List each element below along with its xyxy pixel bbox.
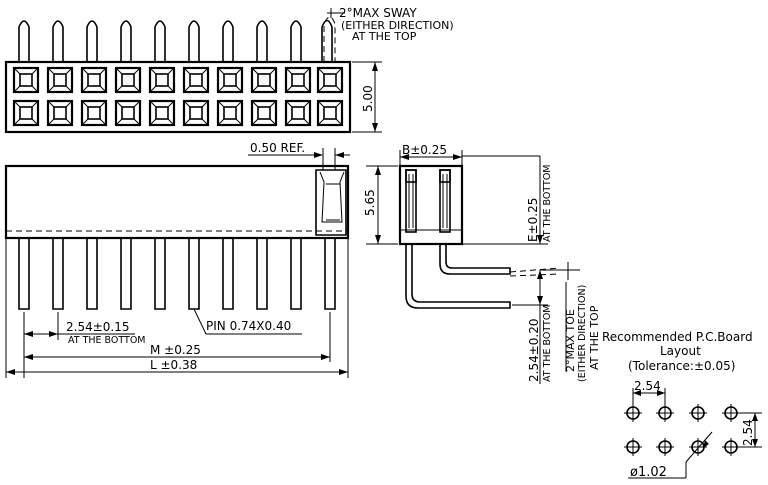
pitch-dimension: 2.54±0.15 AT THE BOTTOM — [23, 312, 146, 378]
contact-cell — [80, 99, 108, 127]
contact-cell — [114, 99, 142, 127]
ref-dimension: 0.50 REF. — [248, 141, 350, 170]
contact-cell — [46, 99, 74, 127]
toe-line1: 2°MAX TOE — [564, 309, 577, 372]
side-view — [398, 164, 580, 309]
sway-line1: 2°MAX SWAY — [339, 6, 417, 20]
contact-cell — [148, 66, 176, 94]
m-label: M ±0.25 — [150, 343, 201, 357]
pcb-hole — [624, 438, 642, 456]
contact-cell — [250, 66, 278, 94]
contact-cell — [12, 66, 40, 94]
side-pitch-label: 2.54±0.20 — [527, 319, 541, 383]
height-top-label: 5.00 — [361, 85, 375, 112]
pcb-pitch-v: 2.54 — [741, 419, 755, 446]
pcb-pitch-h: 2.54 — [634, 379, 661, 393]
pitch-sub: AT THE BOTTOM — [68, 335, 146, 346]
l-label: L ±0.38 — [150, 358, 197, 372]
sway-line2: (EITHER DIRECTION) — [341, 19, 454, 32]
contact-cell — [46, 66, 74, 94]
b-label: B±0.25 — [402, 143, 447, 157]
b-dimension: B±0.25 — [399, 143, 463, 166]
contact-cell — [114, 66, 142, 94]
contact-cell — [316, 99, 344, 127]
height-dimension-side: 5.65 — [363, 165, 398, 245]
contact-cell — [12, 99, 40, 127]
front-view — [4, 164, 350, 310]
contact-cell — [182, 66, 210, 94]
e-label: E±0.25 — [526, 198, 540, 242]
pin-callout: PIN 0.74X0.40 — [193, 308, 302, 335]
side-pitch-sub: AT THE BOTTOM — [542, 305, 553, 383]
pcb-title3: (Tolerance:±0.05) — [628, 359, 735, 373]
height-side-label: 5.65 — [363, 189, 377, 216]
contact-cell — [250, 99, 278, 127]
top-view-pins — [18, 16, 336, 62]
pcb-layout: Recommended P.C.Board Layout (Tolerance:… — [602, 330, 762, 480]
pcb-hole — [689, 404, 707, 422]
toe-note: 2°MAX TOE (EITHER DIRECTION) AT THE TOP — [564, 282, 601, 382]
sway-line3: AT THE TOP — [352, 30, 417, 43]
pcb-hole-label: ø1.02 — [630, 465, 667, 480]
pcb-hole — [624, 404, 642, 422]
pcb-hole — [656, 404, 674, 422]
pcb-title2: Layout — [660, 344, 701, 358]
pin-label: PIN 0.74X0.40 — [206, 319, 291, 333]
pitch-label: 2.54±0.15 — [66, 320, 130, 334]
pcb-hole — [722, 438, 740, 456]
sway-note: 2°MAX SWAY (EITHER DIRECTION) AT THE TOP — [327, 6, 454, 43]
toe-line3: AT THE TOP — [588, 305, 601, 370]
height-dimension-top: 5.00 — [352, 61, 382, 133]
contact-cell — [216, 66, 244, 94]
contact-cell — [284, 66, 312, 94]
contact-cell — [216, 99, 244, 127]
contact-cell — [80, 66, 108, 94]
top-view-housing — [4, 60, 352, 134]
pcb-hole — [656, 438, 674, 456]
side-pitch-dimension: 2.54±0.20 AT THE BOTTOM — [512, 270, 553, 384]
e-dimension: E±0.25 AT THE BOTTOM — [462, 155, 553, 245]
e-sub: AT THE BOTTOM — [542, 165, 553, 243]
contact-cell — [316, 66, 344, 94]
pcb-title1: Recommended P.C.Board — [602, 330, 753, 344]
ref-label: 0.50 REF. — [250, 141, 305, 155]
contact-cell — [182, 99, 210, 127]
pcb-hole — [722, 404, 740, 422]
contact-cell — [148, 99, 176, 127]
l-dimension: L ±0.38 — [5, 238, 349, 378]
m-dimension: M ±0.25 — [24, 312, 331, 362]
toe-line2: (EITHER DIRECTION) — [577, 285, 588, 382]
contact-cell — [284, 99, 312, 127]
